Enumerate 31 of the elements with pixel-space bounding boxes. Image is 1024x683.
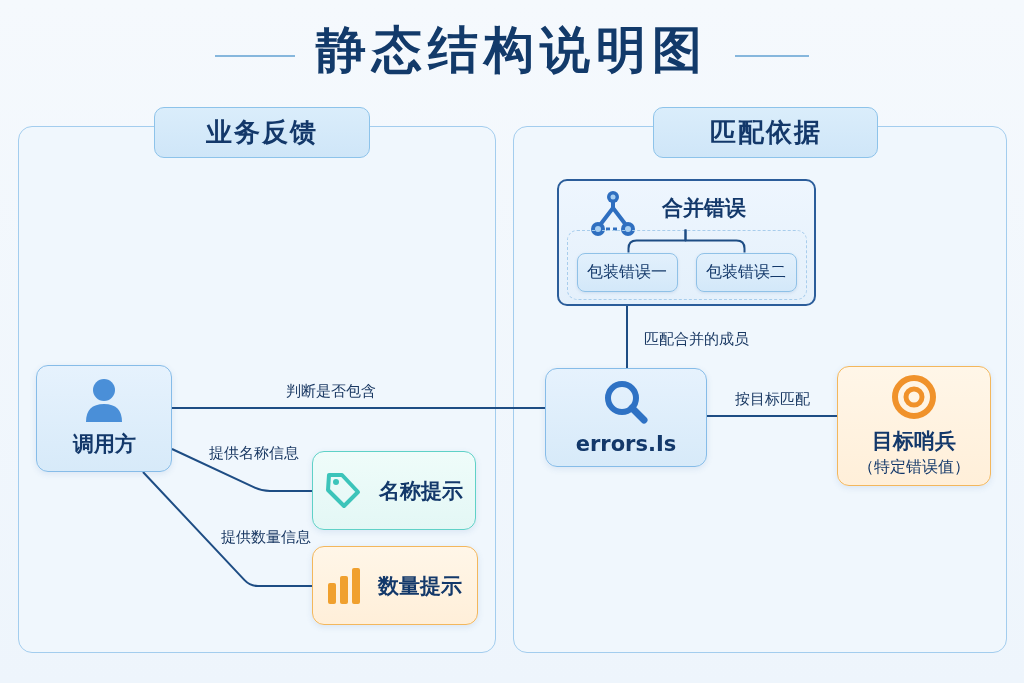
connector bbox=[142, 471, 313, 587]
connector bbox=[626, 305, 628, 369]
node-label: 数量提示 bbox=[378, 572, 462, 600]
title: 静态结构说明图 bbox=[316, 20, 708, 80]
edge-label: 提供名称信息 bbox=[209, 444, 299, 462]
connector bbox=[706, 415, 838, 417]
connector bbox=[171, 448, 313, 492]
node-sublabel: （特定错误值） bbox=[858, 456, 970, 478]
dashed-box bbox=[567, 230, 807, 300]
heading-tab: 业务反馈 bbox=[154, 107, 370, 158]
card bbox=[36, 365, 172, 472]
group-heading: 合并错误 bbox=[662, 195, 746, 222]
heading-tab: 匹配依据 bbox=[653, 107, 878, 158]
card bbox=[545, 368, 707, 467]
node-label: 名称提示 bbox=[379, 477, 463, 505]
edge-label: 按目标匹配 bbox=[734, 390, 810, 408]
node-label: errors.Is bbox=[575, 431, 677, 456]
card bbox=[837, 366, 991, 486]
card bbox=[312, 546, 478, 625]
edge-label: 判断是否包含 bbox=[286, 382, 376, 400]
edge-label: 提供数量信息 bbox=[221, 528, 311, 546]
node-label: 目标哨兵 bbox=[872, 427, 956, 455]
panel bbox=[18, 107, 496, 653]
card bbox=[312, 451, 476, 530]
panel bbox=[513, 107, 1007, 653]
item-box: 包装错误一 bbox=[576, 252, 678, 292]
connector bbox=[171, 407, 546, 409]
node-label: 调用方 bbox=[72, 431, 136, 458]
item-box: 包装错误二 bbox=[695, 252, 797, 292]
group-box bbox=[557, 179, 816, 306]
edge-label: 匹配合并的成员 bbox=[643, 330, 749, 348]
